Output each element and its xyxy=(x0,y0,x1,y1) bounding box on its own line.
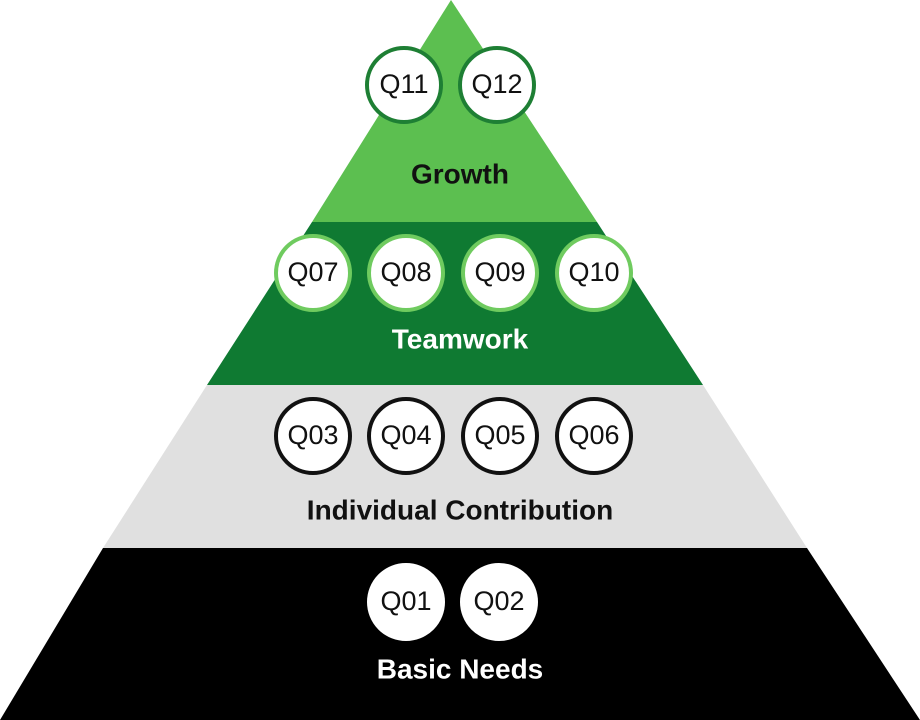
question-label: Q08 xyxy=(380,257,431,287)
question-label: Q06 xyxy=(568,420,619,450)
question-badge: Q09 xyxy=(461,234,539,312)
question-badge: Q12 xyxy=(458,46,536,124)
question-badge: Q07 xyxy=(274,234,352,312)
question-badge: Q03 xyxy=(274,397,352,475)
tier-band-growth xyxy=(312,0,597,222)
tier-label-basic-needs: Basic Needs xyxy=(377,653,544,684)
tier-band-teamwork xyxy=(207,222,703,385)
question-badge: Q05 xyxy=(461,397,539,475)
question-label: Q12 xyxy=(471,69,522,99)
tier-label-individual-contribution: Individual Contribution xyxy=(307,494,613,525)
question-badge: Q11 xyxy=(365,46,443,124)
question-label: Q10 xyxy=(568,257,619,287)
question-label: Q03 xyxy=(287,420,338,450)
tier-band-basic-needs xyxy=(0,548,920,720)
question-label: Q11 xyxy=(379,69,428,99)
tier-questions-growth: Q11 Q12 xyxy=(365,46,536,124)
question-label: Q04 xyxy=(380,420,431,450)
question-label: Q02 xyxy=(473,586,524,616)
question-label: Q05 xyxy=(474,420,525,450)
question-badge: Q10 xyxy=(555,234,633,312)
tier-label-teamwork: Teamwork xyxy=(392,323,529,354)
tier-questions-teamwork: Q07 Q08 Q09 Q10 xyxy=(274,234,633,312)
tier-label-growth: Growth xyxy=(411,158,509,189)
question-badge: Q01 xyxy=(367,563,445,641)
question-label: Q01 xyxy=(380,586,431,616)
tier-questions-individual-contribution: Q03 Q04 Q05 Q06 xyxy=(274,397,633,475)
question-badge: Q06 xyxy=(555,397,633,475)
question-badge: Q02 xyxy=(460,563,538,641)
tier-questions-basic-needs: Q01 Q02 xyxy=(367,563,538,641)
question-label: Q09 xyxy=(474,257,525,287)
question-badge: Q04 xyxy=(367,397,445,475)
question-badge: Q08 xyxy=(367,234,445,312)
question-label: Q07 xyxy=(287,257,338,287)
